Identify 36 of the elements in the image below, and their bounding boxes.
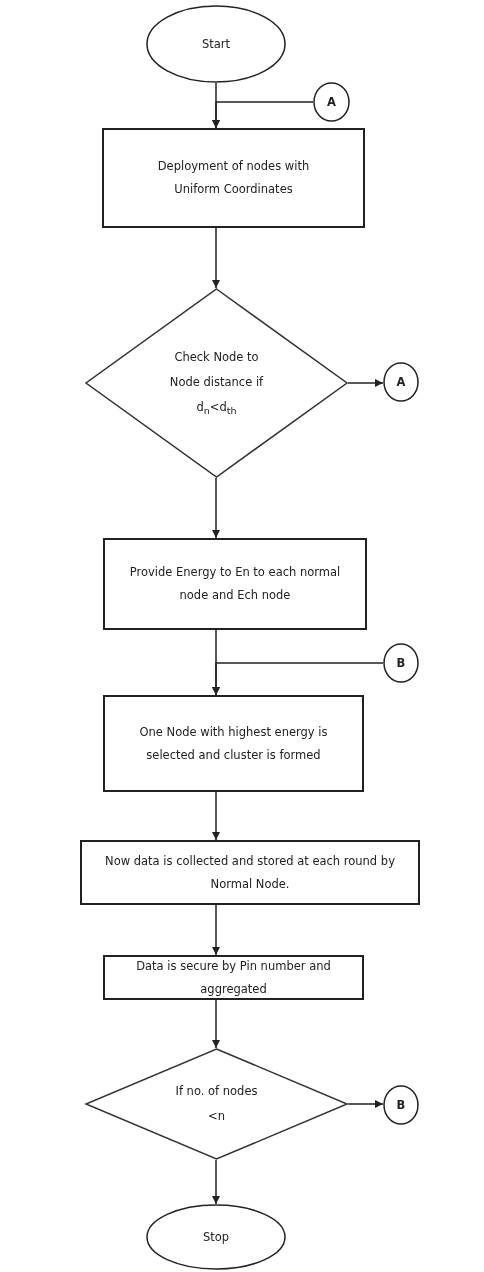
decision-diamond: [85, 1048, 348, 1160]
process-box: [80, 840, 420, 905]
connector-circle: [383, 362, 419, 402]
node-text: Check Node to Node distance if d$_{n}$<d$_{th}$: [168, 348, 265, 419]
connector-circle: [383, 643, 419, 683]
node-text: B: [396, 654, 406, 672]
arrow: [212, 904, 220, 956]
node-text: A: [396, 373, 406, 391]
node-text: Start: [201, 35, 231, 53]
node-text: Stop: [202, 1228, 230, 1246]
arrow: [212, 1159, 220, 1205]
node-text: Now data is collected and stored at each round by Normal Node.: [104, 852, 396, 893]
node-text: Provide Energy to En to each normal node and Ech node: [128, 564, 342, 604]
arrow: [212, 791, 220, 841]
decision-diamond: [85, 288, 348, 478]
connector-circle: [383, 1085, 419, 1125]
arrow: [212, 662, 384, 696]
terminal-ellipse: [146, 5, 286, 83]
arrow: [212, 477, 220, 539]
process-box: [102, 128, 365, 228]
node-text: Deployment of nodes with Uniform Coordinates: [156, 158, 311, 198]
node-text: B: [396, 1096, 406, 1114]
process-box: [103, 955, 364, 1000]
arrow: [212, 999, 220, 1049]
node-text: Data is secure by Pin number and aggregated: [135, 957, 332, 998]
process-box: [103, 695, 364, 792]
terminal-ellipse: [146, 1204, 286, 1270]
arrow: [347, 1100, 384, 1108]
connector-circle: [313, 82, 350, 122]
process-box: [103, 538, 367, 630]
node-text: One Node with highest energy is selected and cluster is formed: [138, 723, 329, 764]
arrow: [347, 379, 384, 387]
arrow: [212, 227, 220, 289]
arrow: [212, 101, 314, 129]
node-text: A: [327, 93, 336, 111]
node-text: If no. of nodes <n: [174, 1082, 259, 1125]
